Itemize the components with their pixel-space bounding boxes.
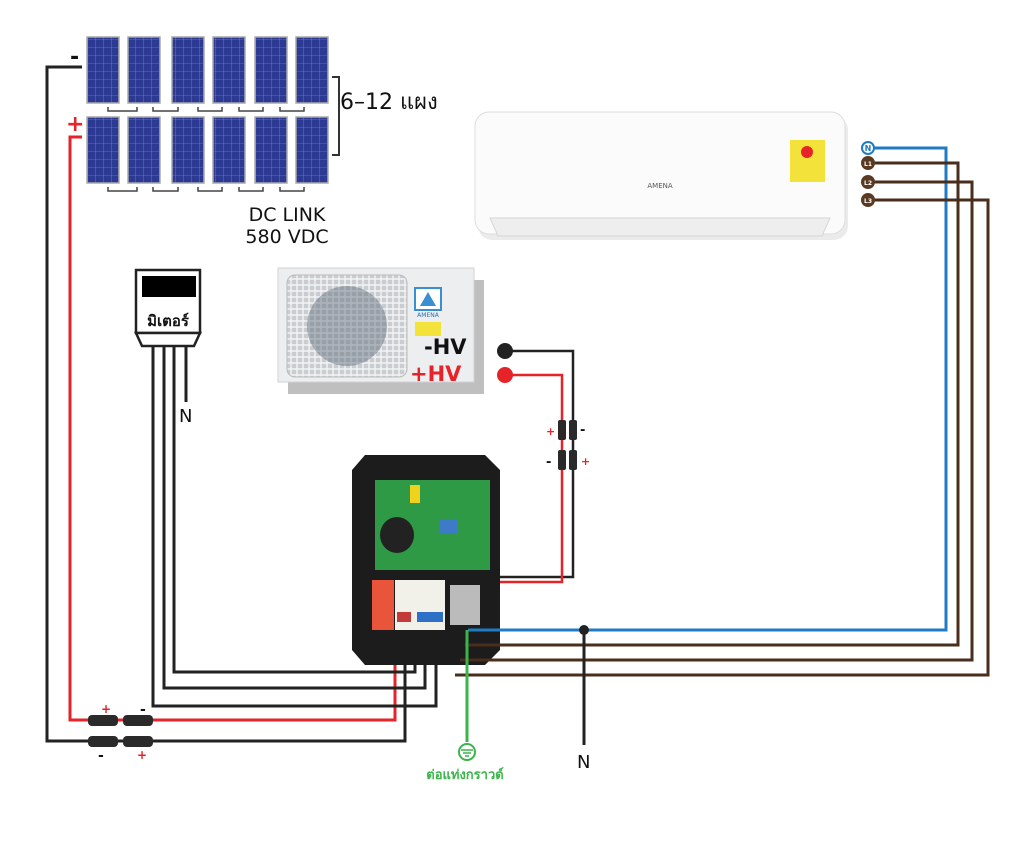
connector-minus-label: - <box>546 455 551 470</box>
hv-mc4-connectors <box>558 420 577 470</box>
panel-link <box>197 107 223 112</box>
array-positive-label: + <box>66 112 84 137</box>
solar-panel <box>212 116 246 184</box>
panel-link <box>152 107 179 112</box>
terminal-l1 <box>861 156 875 170</box>
panel-link <box>197 187 223 192</box>
meter-label: มิเตอร์ <box>147 312 190 330</box>
panel-link <box>238 107 264 112</box>
connector-plus-label: + <box>546 425 555 438</box>
panel-link <box>279 107 305 112</box>
solar-panel <box>86 36 120 104</box>
outdoor-brand: AMENA <box>417 312 440 319</box>
l2-wire <box>460 180 974 662</box>
solar-panel <box>295 36 329 104</box>
panel-link <box>152 187 179 192</box>
solar-panel <box>295 116 329 184</box>
meter-wire-3 <box>151 346 438 708</box>
meter-wire-2 <box>162 346 427 690</box>
ground-icon <box>458 743 476 761</box>
terminal-label: L3 <box>864 198 872 205</box>
terminal-label: L1 <box>864 161 872 168</box>
connector-plus-label: + <box>137 748 147 762</box>
panel-link <box>238 187 264 192</box>
neg-hv-label: -HV <box>424 335 467 359</box>
array-negative-label: - <box>70 45 79 70</box>
connector-minus-label: - <box>140 702 146 718</box>
mc4-connector-positive <box>88 715 153 747</box>
terminal-l3 <box>861 193 875 207</box>
dc-negative-wire <box>45 65 407 743</box>
panel-count-label: 6–12 แผง <box>340 90 438 115</box>
dc-voltage-label: 580 VDC <box>245 226 328 248</box>
solar-panel <box>254 116 288 184</box>
solar-panel <box>212 36 246 104</box>
pos-hv-label: +HV <box>410 362 462 386</box>
l3-wire <box>455 198 990 677</box>
meter-neutral-label: N <box>179 406 192 427</box>
solar-panel <box>254 36 288 104</box>
dc-link-label: DC LINK <box>249 204 326 226</box>
solar-panel <box>127 36 161 104</box>
connector-plus-label: + <box>101 702 111 716</box>
terminal-label: L2 <box>864 180 872 187</box>
connector-plus-label: + <box>581 455 590 468</box>
connector-minus-label: - <box>98 748 104 764</box>
array-bracket <box>332 76 340 156</box>
neutral-bottom-label: N <box>577 752 590 773</box>
inverter-controller <box>352 455 500 665</box>
solar-panel <box>86 116 120 184</box>
solar-panel <box>171 36 205 104</box>
outdoor-unit <box>277 267 484 394</box>
ground-label: ต่อแท่งกราวด์ <box>426 767 503 783</box>
panel-link <box>107 187 138 192</box>
panel-link <box>107 107 138 112</box>
solar-panel <box>127 116 161 184</box>
neutral-bus-wire <box>468 146 948 632</box>
electric-meter <box>134 268 202 348</box>
terminal-n <box>861 141 875 155</box>
l1-wire <box>465 161 960 647</box>
terminal-l2 <box>861 175 875 189</box>
connector-minus-label: - <box>580 423 585 438</box>
indoor-unit <box>474 111 848 240</box>
solar-panel <box>171 116 205 184</box>
panel-link <box>279 187 305 192</box>
terminal-label: N <box>865 144 872 153</box>
indoor-brand: AMENA <box>647 182 672 190</box>
dc-positive-wire <box>68 135 397 722</box>
solar-panel-array <box>86 36 329 192</box>
